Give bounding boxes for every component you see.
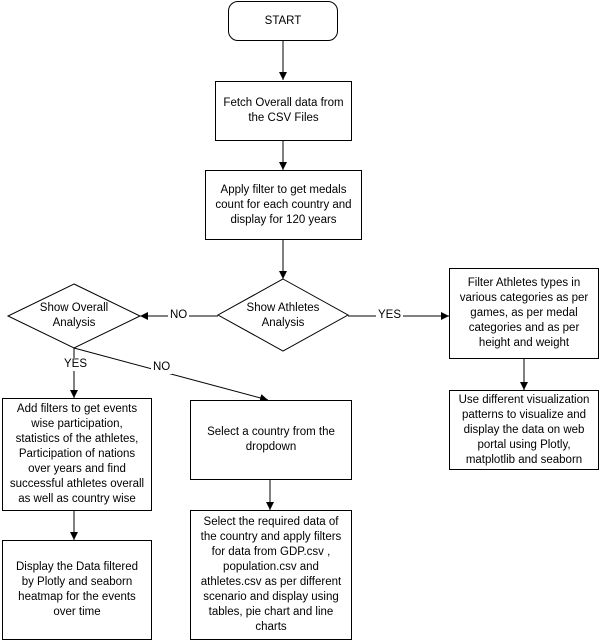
edge-label-yes-down: YES (62, 358, 90, 371)
select-country-node: Select a country from the dropdown (190, 400, 352, 480)
apply-filter-node: Apply filter to get medals count for eac… (205, 170, 362, 240)
add-filters-node: Add filters to get events wise participa… (2, 398, 152, 511)
overall-decision-label: Show Overall Analysis (39, 302, 109, 329)
display-plotly-node: Display the Data filtered by Plotly and … (2, 540, 152, 640)
edge-overall-no (73, 347, 269, 402)
visualize-node: Use different visualization patterns to … (449, 390, 599, 470)
edge-label-no-diag: NO (151, 361, 173, 374)
athletes-decision-label: Show Athletes Analysis (246, 302, 320, 329)
start-node: START (228, 1, 338, 41)
fetch-data-node: Fetch Overall data from the CSV Files (215, 81, 352, 141)
select-data-node: Select the required data of the country … (190, 510, 352, 640)
edge-label-no-left: NO (168, 309, 190, 322)
edge-label-yes-right: YES (376, 309, 404, 322)
filter-athletes-node: Filter Athletes types in various categor… (449, 268, 599, 359)
athletes-decision-diamond (216, 278, 350, 352)
